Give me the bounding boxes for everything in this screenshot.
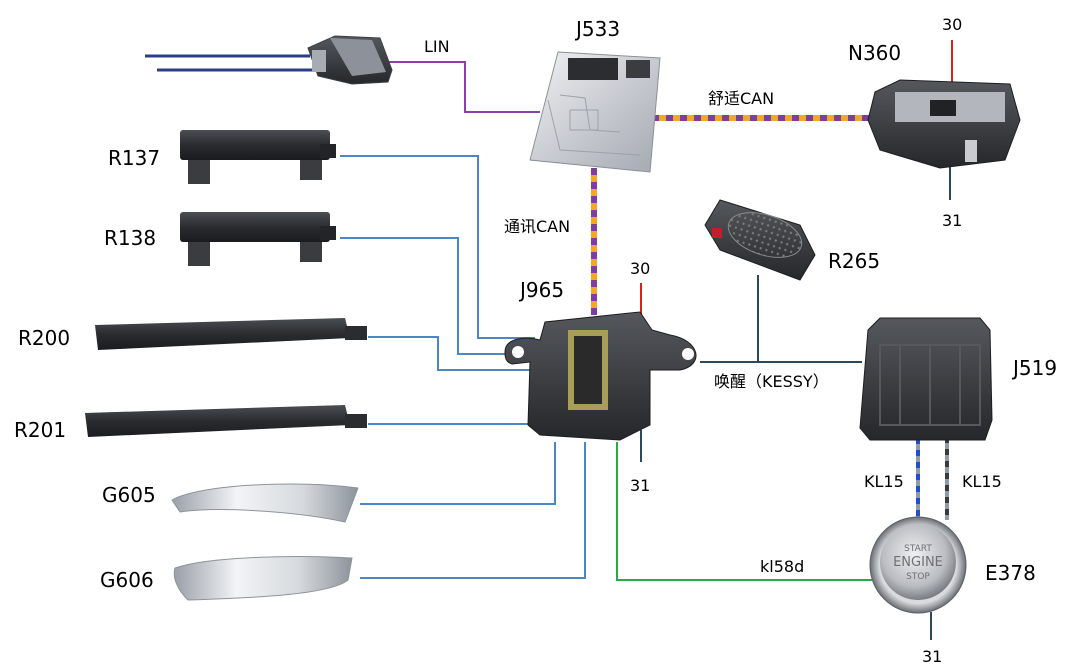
n360-label: N360 [848,41,901,65]
g605-label: G605 [102,483,156,507]
e378-label: E378 [985,561,1036,585]
lin-label: LIN [424,37,450,56]
e378-button-start: START [904,544,932,554]
r138-label: R138 [104,226,156,250]
wakeup-wire [700,275,862,363]
lin-connector-cables [145,54,318,72]
r265-antenna [704,199,816,281]
comm-can-label: 通讯CAN [504,217,570,236]
lin-wire [388,61,540,113]
e378-button-stop: STOP [906,572,930,582]
kl58d-label: kl58d [760,557,804,576]
r201-antenna [85,405,367,437]
e378-start-button: START ENGINE STOP [869,516,967,614]
e378-terminal-31: 31 [922,647,942,666]
n360-terminal-31: 31 [942,211,962,230]
j533-label: J533 [574,17,620,41]
r200-antenna [95,318,367,350]
j965-label: J965 [518,278,564,302]
r137-label: R137 [108,146,160,170]
j533-gateway [529,51,661,173]
r200-label: R200 [18,326,70,350]
r201-label: R201 [14,418,66,442]
n360-lock [867,79,1021,169]
j965-terminal-31: 31 [630,476,650,495]
j965-terminal-30: 30 [630,259,650,278]
comfort-can-label: 舒适CAN [708,89,774,108]
e378-button-engine: ENGINE [893,555,943,570]
g606-label: G606 [100,568,154,592]
kl15-left-label: KL15 [864,472,904,491]
n360-terminal-30: 30 [942,15,962,34]
j519-module [859,317,993,441]
j519-label: J519 [1011,356,1057,380]
r138-antenna [180,212,336,266]
r265-label: R265 [828,249,880,273]
g606-handle-sensor [173,556,353,601]
kl58d-wire [616,442,872,581]
wakeup-label: 唤醒（KESSY） [714,372,829,391]
g605-handle-sensor [171,483,359,523]
j965-module [504,311,697,441]
r137-antenna [180,130,336,184]
kl15-wires [916,425,949,520]
lin-connector [307,35,393,85]
kl15-right-label: KL15 [962,472,1002,491]
antenna-wires [340,155,586,579]
